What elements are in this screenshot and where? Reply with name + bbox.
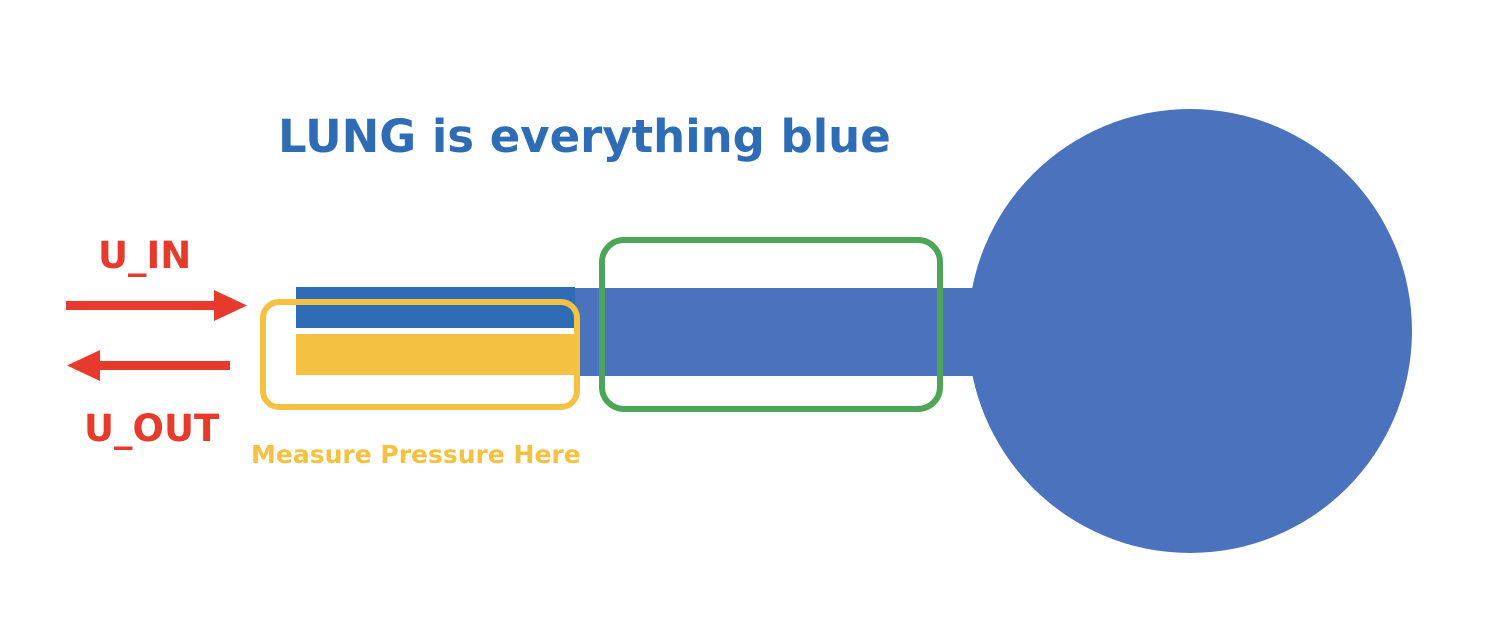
u-out-label: U_OUT — [84, 407, 220, 450]
lung-body — [575, 109, 1412, 553]
airway-highlight-box — [599, 237, 943, 412]
arrow-right-icon — [66, 290, 247, 321]
arrow-left-icon — [67, 350, 230, 381]
lung-airway-tube — [575, 288, 995, 376]
measure-box — [260, 299, 580, 410]
lung-alveolus — [968, 109, 1412, 553]
pressure-section — [296, 334, 575, 375]
diagram-title: LUNG is everything blue — [278, 110, 891, 163]
measure-pressure-label: Measure Pressure Here — [251, 440, 581, 469]
inlet-tube — [296, 287, 575, 328]
u-in-label: U_IN — [98, 234, 191, 277]
